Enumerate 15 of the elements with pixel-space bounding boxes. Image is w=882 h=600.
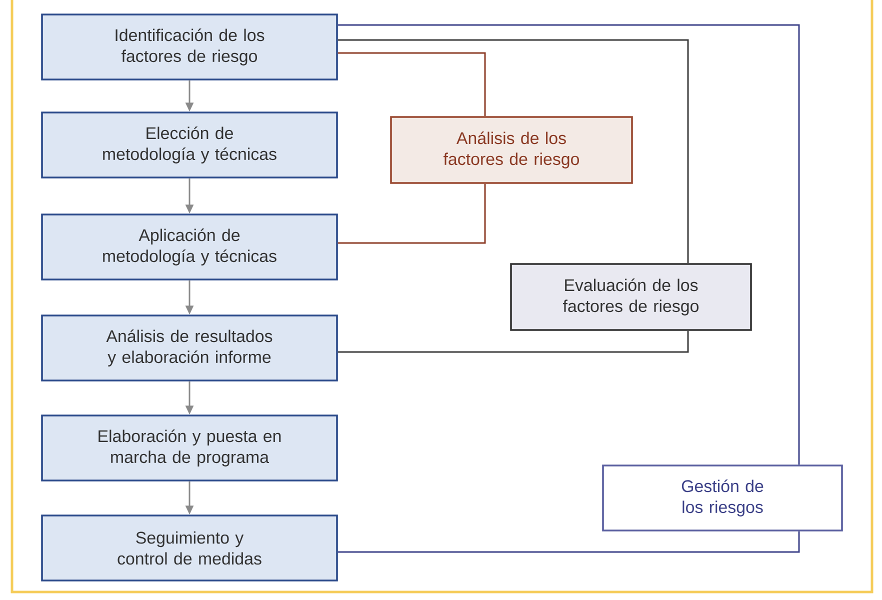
bracket-line (338, 531, 800, 553)
process-box: Elaboración y puesta en marcha de programa (41, 414, 338, 482)
bracket-line (338, 52, 486, 116)
bracket-line (338, 39, 689, 264)
bracket-line (338, 184, 486, 244)
phase-box: Análisis de los factores de riesgo (390, 116, 633, 184)
phase-box: Gestión de los riesgos (602, 464, 843, 532)
process-box: Análisis de resultados y elaboración informe (41, 314, 338, 382)
bracket-line (338, 24, 800, 465)
phase-box: Evaluación de los factores de riesgo (510, 263, 752, 331)
process-box: Identificación de los factores de riesgo (41, 14, 338, 80)
process-box: Aplicación de metodología y técnicas (41, 214, 338, 280)
process-box: Elección de metodología y técnicas (41, 112, 338, 178)
process-box: Seguimiento y control de medidas (41, 514, 338, 582)
bracket-line (338, 330, 689, 353)
